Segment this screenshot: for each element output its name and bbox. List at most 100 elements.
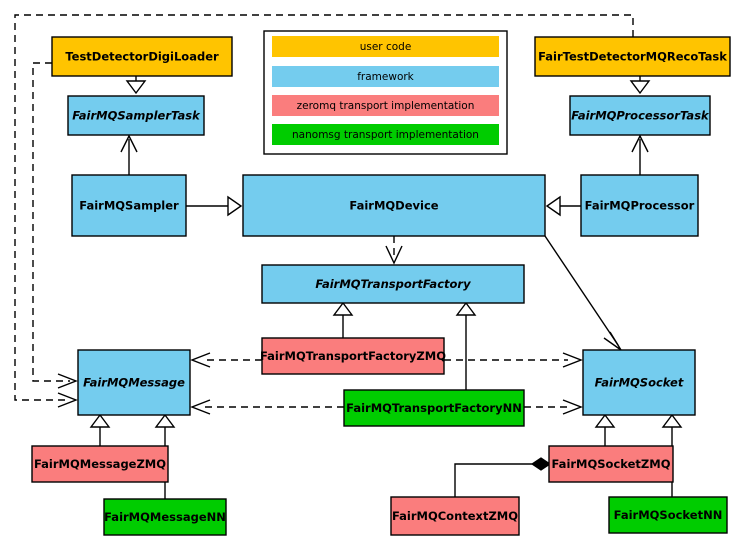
class-box: [261, 264, 525, 304]
hollow-triangle-arrowhead: [125, 80, 147, 95]
class-box: [242, 174, 546, 237]
open-arrowhead: [57, 373, 78, 389]
edge-factoryzmq-inherits-factory: [332, 301, 354, 338]
class-box: [67, 95, 205, 136]
hollow-triangle-arrowhead: [545, 195, 561, 217]
edge-device-depends-transportfactory: [385, 236, 403, 265]
class-node-FairMQProcessor[interactable]: FairMQProcessor: [580, 174, 699, 237]
class-box: [534, 36, 731, 77]
edge-factorynn-creates-socket: [524, 399, 583, 415]
class-node-FairMQMessage[interactable]: FairMQMessage: [77, 349, 191, 416]
hollow-triangle-arrowhead: [594, 413, 616, 428]
class-name-label: FairMQContextZMQ: [392, 509, 518, 523]
class-node-TestDetectorDigiLoader[interactable]: TestDetectorDigiLoader: [51, 36, 233, 77]
edge-recotask-to-message: [14, 14, 634, 408]
hollow-triangle-arrowhead: [89, 413, 111, 428]
class-box: [580, 174, 699, 237]
class-name-label: FairMQMessageZMQ: [34, 457, 166, 471]
class-name-label: FairMQTransportFactory: [315, 277, 471, 291]
node-layer: TestDetectorDigiLoader FairTestDetectorMQ…: [31, 36, 731, 536]
color-legend: user code framework zeromq transport imp…: [263, 30, 508, 155]
hollow-triangle-arrowhead: [661, 413, 683, 428]
class-node-FairMQTransportFactoryNN[interactable]: FairMQTransportFactoryNN: [343, 389, 525, 427]
hollow-triangle-arrowhead: [629, 80, 651, 95]
legend-swatch-user-code: [272, 36, 499, 57]
edge-layer: FairMQSamplerTask (association, open V a…: [14, 14, 683, 499]
class-node-FairMQMessageZMQ[interactable]: FairMQMessageZMQ: [31, 445, 169, 483]
hollow-triangle-arrowhead: [455, 301, 477, 316]
class-node-FairMQSampler[interactable]: FairMQSampler: [71, 174, 187, 237]
open-arrowhead: [57, 392, 78, 408]
hollow-triangle-arrowhead: [154, 413, 176, 428]
class-box: [71, 174, 187, 237]
edge-factoryzmq-creates-message: [190, 352, 262, 368]
legend-swatch-framework: [272, 66, 499, 87]
hollow-triangle-arrowhead: [332, 301, 354, 316]
class-name-label: FairMQTransportFactoryZMQ: [260, 349, 446, 363]
class-box: [103, 498, 227, 536]
class-node-FairMQMessageNN[interactable]: FairMQMessageNN: [103, 498, 227, 536]
class-box: [569, 95, 711, 136]
class-name-label: FairMQSocketZMQ: [552, 457, 671, 471]
class-node-FairMQProcessorTask[interactable]: FairMQProcessorTask: [569, 95, 711, 136]
edge-processor-inherits-device: [545, 195, 581, 217]
edge-socketzmq-owns-contextzmq: [454, 457, 552, 497]
open-arrowhead: [190, 399, 211, 415]
edge-factorynn-inherits-factory: [455, 301, 477, 390]
edge-digiloader-inherits-samplertask: [125, 76, 147, 95]
class-node-FairMQSamplerTask[interactable]: FairMQSamplerTask: [67, 95, 205, 136]
class-box: [31, 445, 169, 483]
class-node-FairTestDetectorMQRecoTask[interactable]: FairTestDetectorMQRecoTask: [534, 36, 731, 77]
open-arrowhead: [562, 399, 583, 415]
edge-messagezmq-inherits-message: [89, 413, 111, 446]
open-arrowhead: [190, 352, 211, 368]
class-box: [77, 349, 191, 416]
legend-label-framework: framework: [357, 71, 414, 83]
open-arrowhead: [562, 352, 583, 368]
class-box: [608, 496, 728, 534]
class-name-label: TestDetectorDigiLoader: [65, 50, 219, 64]
legend-label-user-code: user code: [360, 41, 412, 53]
edge-sampler-uses-samplertask: [120, 134, 138, 175]
legend-swatch-zeromq: [272, 95, 499, 116]
class-name-label: FairMQMessage: [83, 376, 185, 390]
class-box: [390, 496, 520, 536]
edge-socketzmq-inherits-socket: [594, 413, 616, 446]
class-name-label: FairMQSamplerTask: [72, 109, 201, 123]
edge-digiloader-to-message: [32, 62, 78, 389]
class-name-label: FairMQProcessorTask: [571, 109, 710, 123]
class-name-label: FairMQSocketNN: [614, 508, 723, 522]
class-name-label: FairMQDevice: [349, 199, 438, 213]
class-node-FairMQTransportFactory[interactable]: FairMQTransportFactory: [261, 264, 525, 304]
open-arrowhead: [631, 134, 649, 153]
class-node-FairMQSocketZMQ[interactable]: FairMQSocketZMQ: [548, 445, 674, 483]
class-node-FairMQSocket[interactable]: FairMQSocket: [582, 349, 696, 416]
edge-factorynn-creates-message: [190, 399, 344, 415]
class-name-label: FairMQProcessor: [585, 199, 695, 213]
edge-recotask-inherits-processortask: [629, 76, 651, 95]
legend-label-nanomsg: nanomsg transport implementation: [292, 129, 479, 141]
class-name-label: FairMQSampler: [79, 199, 179, 213]
edge-factoryzmq-creates-socket: [444, 352, 583, 368]
class-box: [261, 337, 445, 375]
class-box: [548, 445, 674, 483]
class-box: [343, 389, 525, 427]
legend-label-zeromq: zeromq transport implementation: [297, 100, 475, 112]
class-node-FairMQTransportFactoryZMQ[interactable]: FairMQTransportFactoryZMQ: [260, 337, 446, 375]
class-box: [582, 349, 696, 416]
class-name-label: FairTestDetectorMQRecoTask: [538, 50, 727, 64]
class-node-FairMQContextZMQ[interactable]: FairMQContextZMQ: [390, 496, 520, 536]
edge-processor-uses-processortask: [631, 134, 649, 175]
legend-swatch-nanomsg: [272, 124, 499, 145]
class-node-FairMQSocketNN[interactable]: FairMQSocketNN: [608, 496, 728, 534]
class-node-FairMQDevice[interactable]: FairMQDevice: [242, 174, 546, 237]
class-name-label: FairMQMessageNN: [104, 510, 226, 524]
class-name-label: FairMQTransportFactoryNN: [346, 401, 522, 415]
class-box: [51, 36, 233, 77]
class-name-label: FairMQSocket: [595, 376, 684, 390]
open-arrowhead: [120, 134, 138, 153]
hollow-triangle-arrowhead: [227, 195, 243, 217]
open-arrowhead: [385, 245, 403, 265]
